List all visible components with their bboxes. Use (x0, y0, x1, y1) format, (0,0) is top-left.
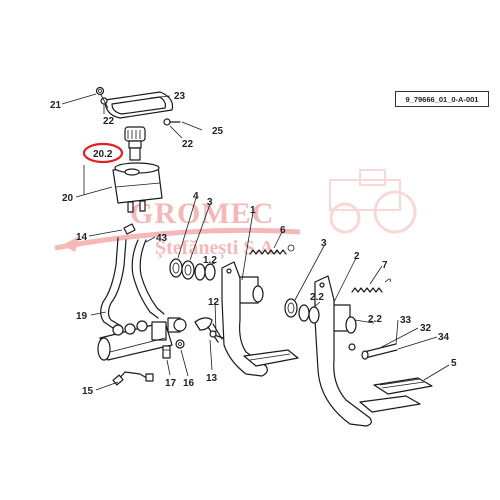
callout-4: 4 (193, 191, 199, 202)
fitting-17 (162, 345, 171, 359)
watermark-tractor-graphic (329, 169, 417, 234)
callout-7: 7 (382, 260, 388, 271)
pedal-pad-5 (373, 377, 433, 395)
highlight-ring-20-2 (82, 142, 124, 164)
callout-21: 21 (50, 100, 62, 111)
callout-43: 43 (156, 233, 168, 244)
callout-25: 25 (212, 126, 224, 137)
callout-12: 12 (208, 297, 220, 308)
callout-23: 23 (174, 91, 186, 102)
reservoir-bracket (99, 91, 174, 119)
callout-20: 20 (62, 193, 74, 204)
pin-33 (361, 343, 398, 360)
bushing-4 (169, 258, 183, 278)
callout-2: 2 (354, 251, 360, 262)
callout-22-upper: 22 (103, 116, 115, 127)
leader-lines (61, 93, 450, 391)
pedal-pad-lower (359, 395, 421, 413)
bolt-25 (163, 118, 181, 126)
hose-19 (100, 237, 127, 331)
watermark-logo-arc (54, 227, 301, 252)
reservoir-20 (112, 162, 163, 213)
watermark: GROMEC Ștefănești S.A. (54, 169, 417, 260)
callout-22-lower: 22 (182, 139, 194, 150)
watermark-line2: Ștefănești S.A. (155, 237, 279, 260)
bushing-1-2a (194, 263, 216, 281)
pushrod-13 (194, 317, 223, 343)
spring-7 (351, 278, 391, 293)
callout-34: 34 (438, 332, 450, 343)
callout-32: 32 (420, 323, 432, 334)
bushing-2-2b (345, 316, 357, 334)
callout-1: 1 (250, 205, 256, 216)
callout-5: 5 (451, 358, 457, 369)
pedal-2 (314, 275, 372, 427)
callout-19: 19 (76, 311, 88, 322)
hose-clip-14 (123, 223, 136, 235)
pipe-15 (112, 371, 154, 386)
callout-labels: 21 22 23 22 25 20.2 20 14 43 19 15 17 16… (50, 91, 457, 397)
callout-16: 16 (183, 378, 195, 389)
callout-20-2: 20.2 (93, 149, 113, 160)
fitting-16 (175, 339, 185, 349)
callout-3-right: 3 (321, 238, 327, 249)
washer-3a (181, 260, 195, 280)
spring-6 (249, 244, 295, 255)
callout-14: 14 (76, 232, 88, 243)
reservoir-cap (124, 126, 146, 161)
callout-33: 33 (400, 315, 412, 326)
callout-15: 15 (82, 386, 94, 397)
reference-code-box: 9_79666_01_0-A-001 (395, 91, 489, 107)
callout-3-left: 3 (207, 197, 213, 208)
callout-13: 13 (206, 373, 218, 384)
callout-17: 17 (165, 378, 177, 389)
washer-3b (284, 298, 298, 318)
callout-1-2: 1.2 (203, 255, 217, 266)
clip-32 (348, 343, 356, 351)
bracket-nut-21 (95, 86, 105, 96)
bushing-2-2a (298, 304, 320, 324)
reference-code: 9_79666_01_0-A-001 (405, 94, 479, 104)
master-cylinder (97, 317, 187, 361)
pedal-1 (221, 261, 299, 377)
callout-2-2-left: 2.2 (310, 292, 324, 303)
callout-2-2-right: 2.2 (368, 314, 382, 325)
hose-43 (131, 239, 165, 319)
watermark-line1: GROMEC (130, 197, 274, 230)
bushing-right-1 (252, 285, 264, 303)
callout-6: 6 (280, 225, 286, 236)
